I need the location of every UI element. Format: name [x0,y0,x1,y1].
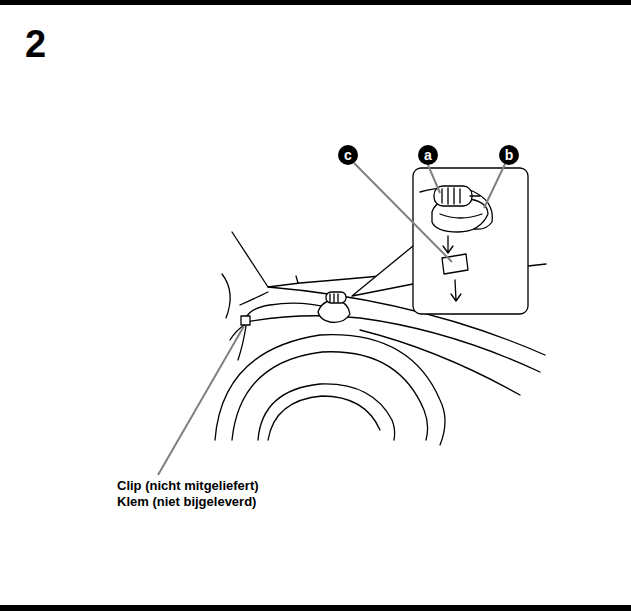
top-band [0,0,631,5]
steering-wheel [215,335,445,445]
mic-holder [440,214,482,218]
callout-letter: a [418,145,438,165]
leader-lines [158,163,505,475]
microphone [434,186,472,206]
dashboard-edge [246,316,540,372]
leader-line [428,165,440,193]
mic-grille [330,294,338,302]
callout-letter: c [338,145,358,165]
windshield-edge [296,276,298,283]
part-note: Klem (niet bijgeleverd) [116,494,257,510]
leader-line [158,326,244,475]
mic-cable [246,303,330,318]
step-number: 2 [25,25,46,63]
steering-hub [268,396,380,440]
mic-plug [470,195,480,196]
windshield-edge [528,264,546,266]
mic-grille [442,188,460,204]
leader-line [354,163,452,262]
leader-line [484,164,505,208]
arrow [443,236,453,253]
callout-letter: b [499,145,519,165]
cable-clip [241,316,250,325]
steering-hub [258,384,395,440]
dashboard-top [240,292,268,305]
steering-wheel [232,352,428,440]
inset-pointer [352,246,413,296]
dashboard-line [360,330,520,395]
a-pillar [222,274,230,318]
microphone [326,292,346,303]
part-note: Clip (nicht mitgeliefert) [116,478,260,494]
arrow [451,280,461,301]
bottom-band [0,605,631,611]
